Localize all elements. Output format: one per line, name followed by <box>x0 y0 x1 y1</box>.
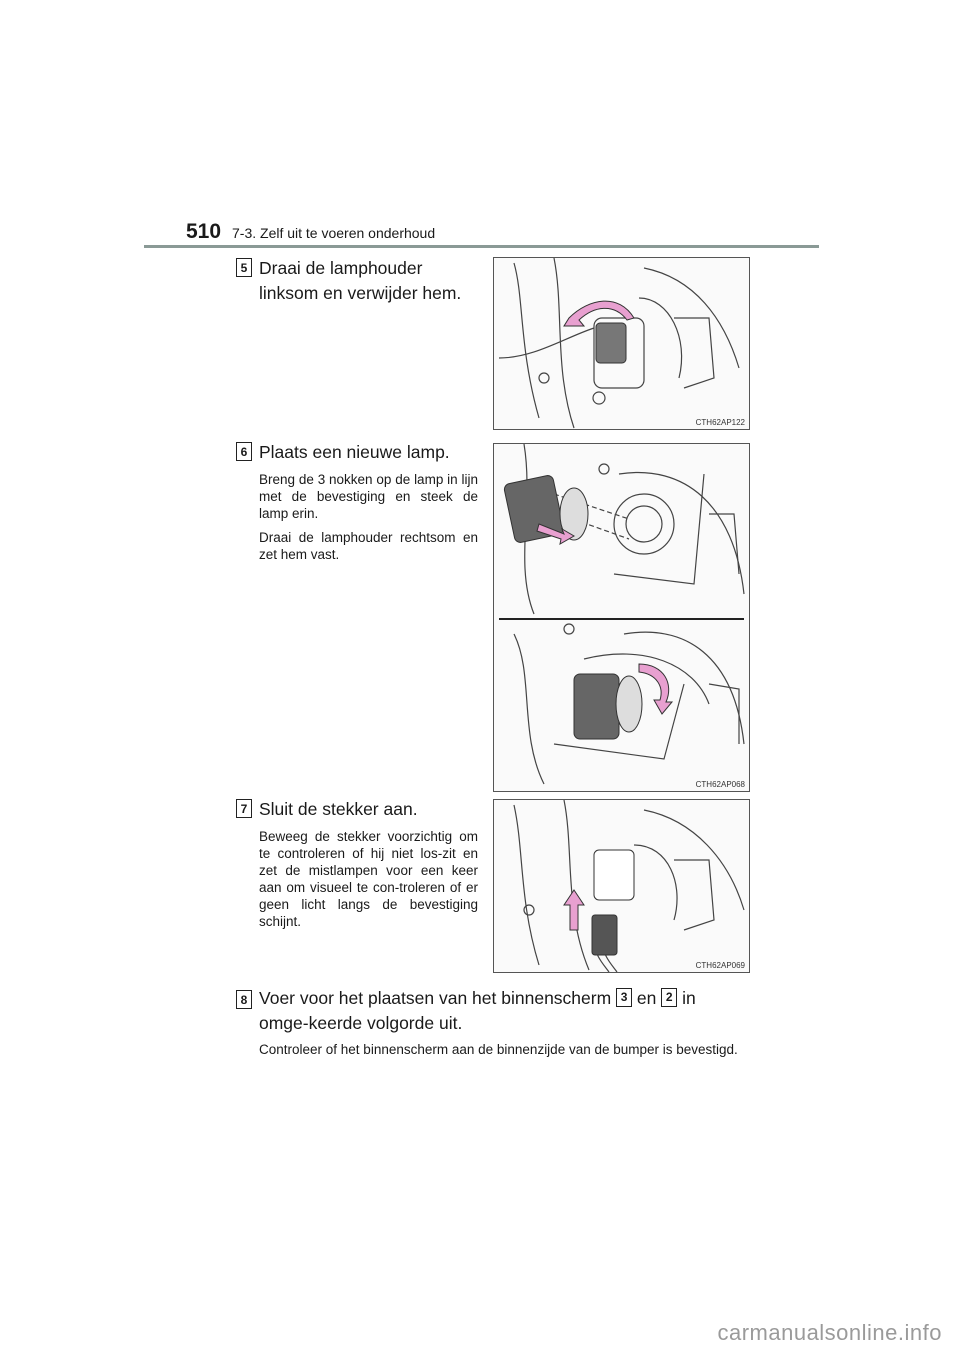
figure-step-7: CTH62AP069 <box>493 799 750 973</box>
step-badge-6: 6 <box>236 442 252 461</box>
section-title: 7-3. Zelf uit te voeren onderhoud <box>232 225 436 241</box>
figure-code-7: CTH62AP069 <box>695 961 745 970</box>
page-number: 510 <box>186 220 222 243</box>
step-8-heading: Voer voor het plaatsen van het binnensch… <box>259 986 749 1036</box>
figure-code-6: CTH62AP068 <box>695 780 745 789</box>
step-5-heading: Draai de lamphouder linksom en verwijder… <box>259 258 462 303</box>
headlamp-removal-illustration <box>498 258 740 429</box>
lamp-install-illustration <box>499 444 745 785</box>
figure-code-5: CTH62AP122 <box>695 418 745 427</box>
step-badge-7: 7 <box>236 799 252 818</box>
insert-arrow-icon <box>536 523 575 545</box>
step-7-paragraph-1: Beweeg de stekker voorzichtig om te cont… <box>259 829 478 929</box>
step-badge-5: 5 <box>236 258 252 277</box>
step-7-heading: Sluit de stekker aan. <box>259 799 418 819</box>
step-8-paragraph-1: Controleer of het binnenscherm aan de bi… <box>259 1042 738 1057</box>
header-rule <box>144 245 819 248</box>
connector-illustration <box>513 800 745 972</box>
figure-step-5: CTH62AP122 <box>493 257 750 430</box>
counterclockwise-arrow-icon <box>563 300 635 327</box>
step-6-paragraph-1: Breng de 3 nokken op de lamp in lijn met… <box>259 472 478 521</box>
step-ref-2: 2 <box>661 987 678 1007</box>
push-up-arrow-icon <box>563 889 585 931</box>
step-8-heading-part-1: Voer voor het plaatsen van het binnensch… <box>259 988 612 1008</box>
step-ref-3: 3 <box>616 987 633 1007</box>
step-6-paragraph-2: Draai de lamphouder rechtsom en zet hem … <box>259 530 478 562</box>
watermark: carmanualsonline.info <box>717 1320 942 1345</box>
step-8-heading-part-3: in omge-keerde volgorde uit. <box>259 988 696 1033</box>
step-8-heading-part-2: en <box>636 988 657 1008</box>
step-badge-8: 8 <box>236 990 252 1009</box>
step-6-heading: Plaats een nieuwe lamp. <box>259 442 450 462</box>
clockwise-arrow-icon <box>638 663 674 715</box>
figure-step-6: CTH62AP068 <box>493 443 750 792</box>
